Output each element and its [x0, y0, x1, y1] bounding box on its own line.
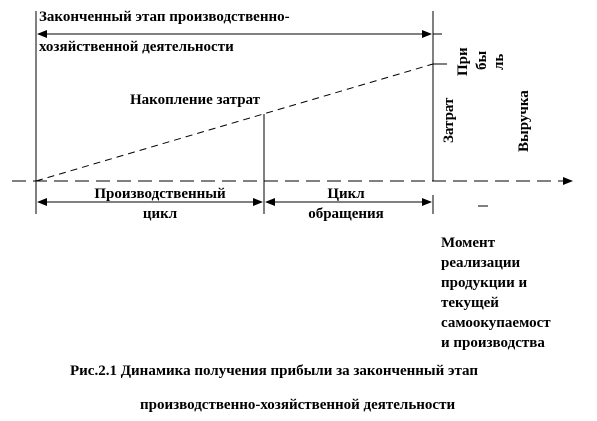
- moment-line: самоокупаемост: [441, 315, 551, 331]
- moment-line: продукции и: [441, 275, 528, 291]
- moment-line: Момент: [441, 235, 496, 251]
- moment-line: реализации: [441, 255, 521, 271]
- revenue-vertical-label: Выручка: [516, 90, 532, 152]
- profit-vertical-label-line3: ль: [491, 53, 507, 70]
- circulation-cycle-label-line2: обращения: [308, 206, 384, 222]
- profit-vertical-label-line1: При: [455, 47, 471, 76]
- completed-stage-label-line2: хозяйственной деятельности: [39, 39, 234, 55]
- profit-vertical-label-line2: бы: [474, 50, 490, 70]
- production-cycle-label-line2: цикл: [142, 206, 178, 222]
- costs-vertical-label: Затрат: [441, 97, 457, 143]
- circulation-cycle-label-line1: Цикл: [327, 186, 365, 202]
- production-cycle-label-line1: Производственный: [94, 186, 226, 202]
- figure-caption-line2: производственно-хозяйственной деятельнос…: [140, 397, 456, 413]
- cost-accumulation-label: Накопление затрат: [130, 92, 261, 108]
- completed-stage-label-line1: Законченный этап производственно-: [39, 9, 290, 25]
- figure-caption-line1: Рис.2.1 Динамика получения прибыли за за…: [70, 363, 478, 379]
- moment-line: и производства: [441, 335, 545, 351]
- moment-line: текущей: [441, 295, 499, 311]
- realization-moment-label: Момент реализации продукции и текущей са…: [441, 233, 591, 353]
- cost-accumulation-line: [35, 63, 434, 182]
